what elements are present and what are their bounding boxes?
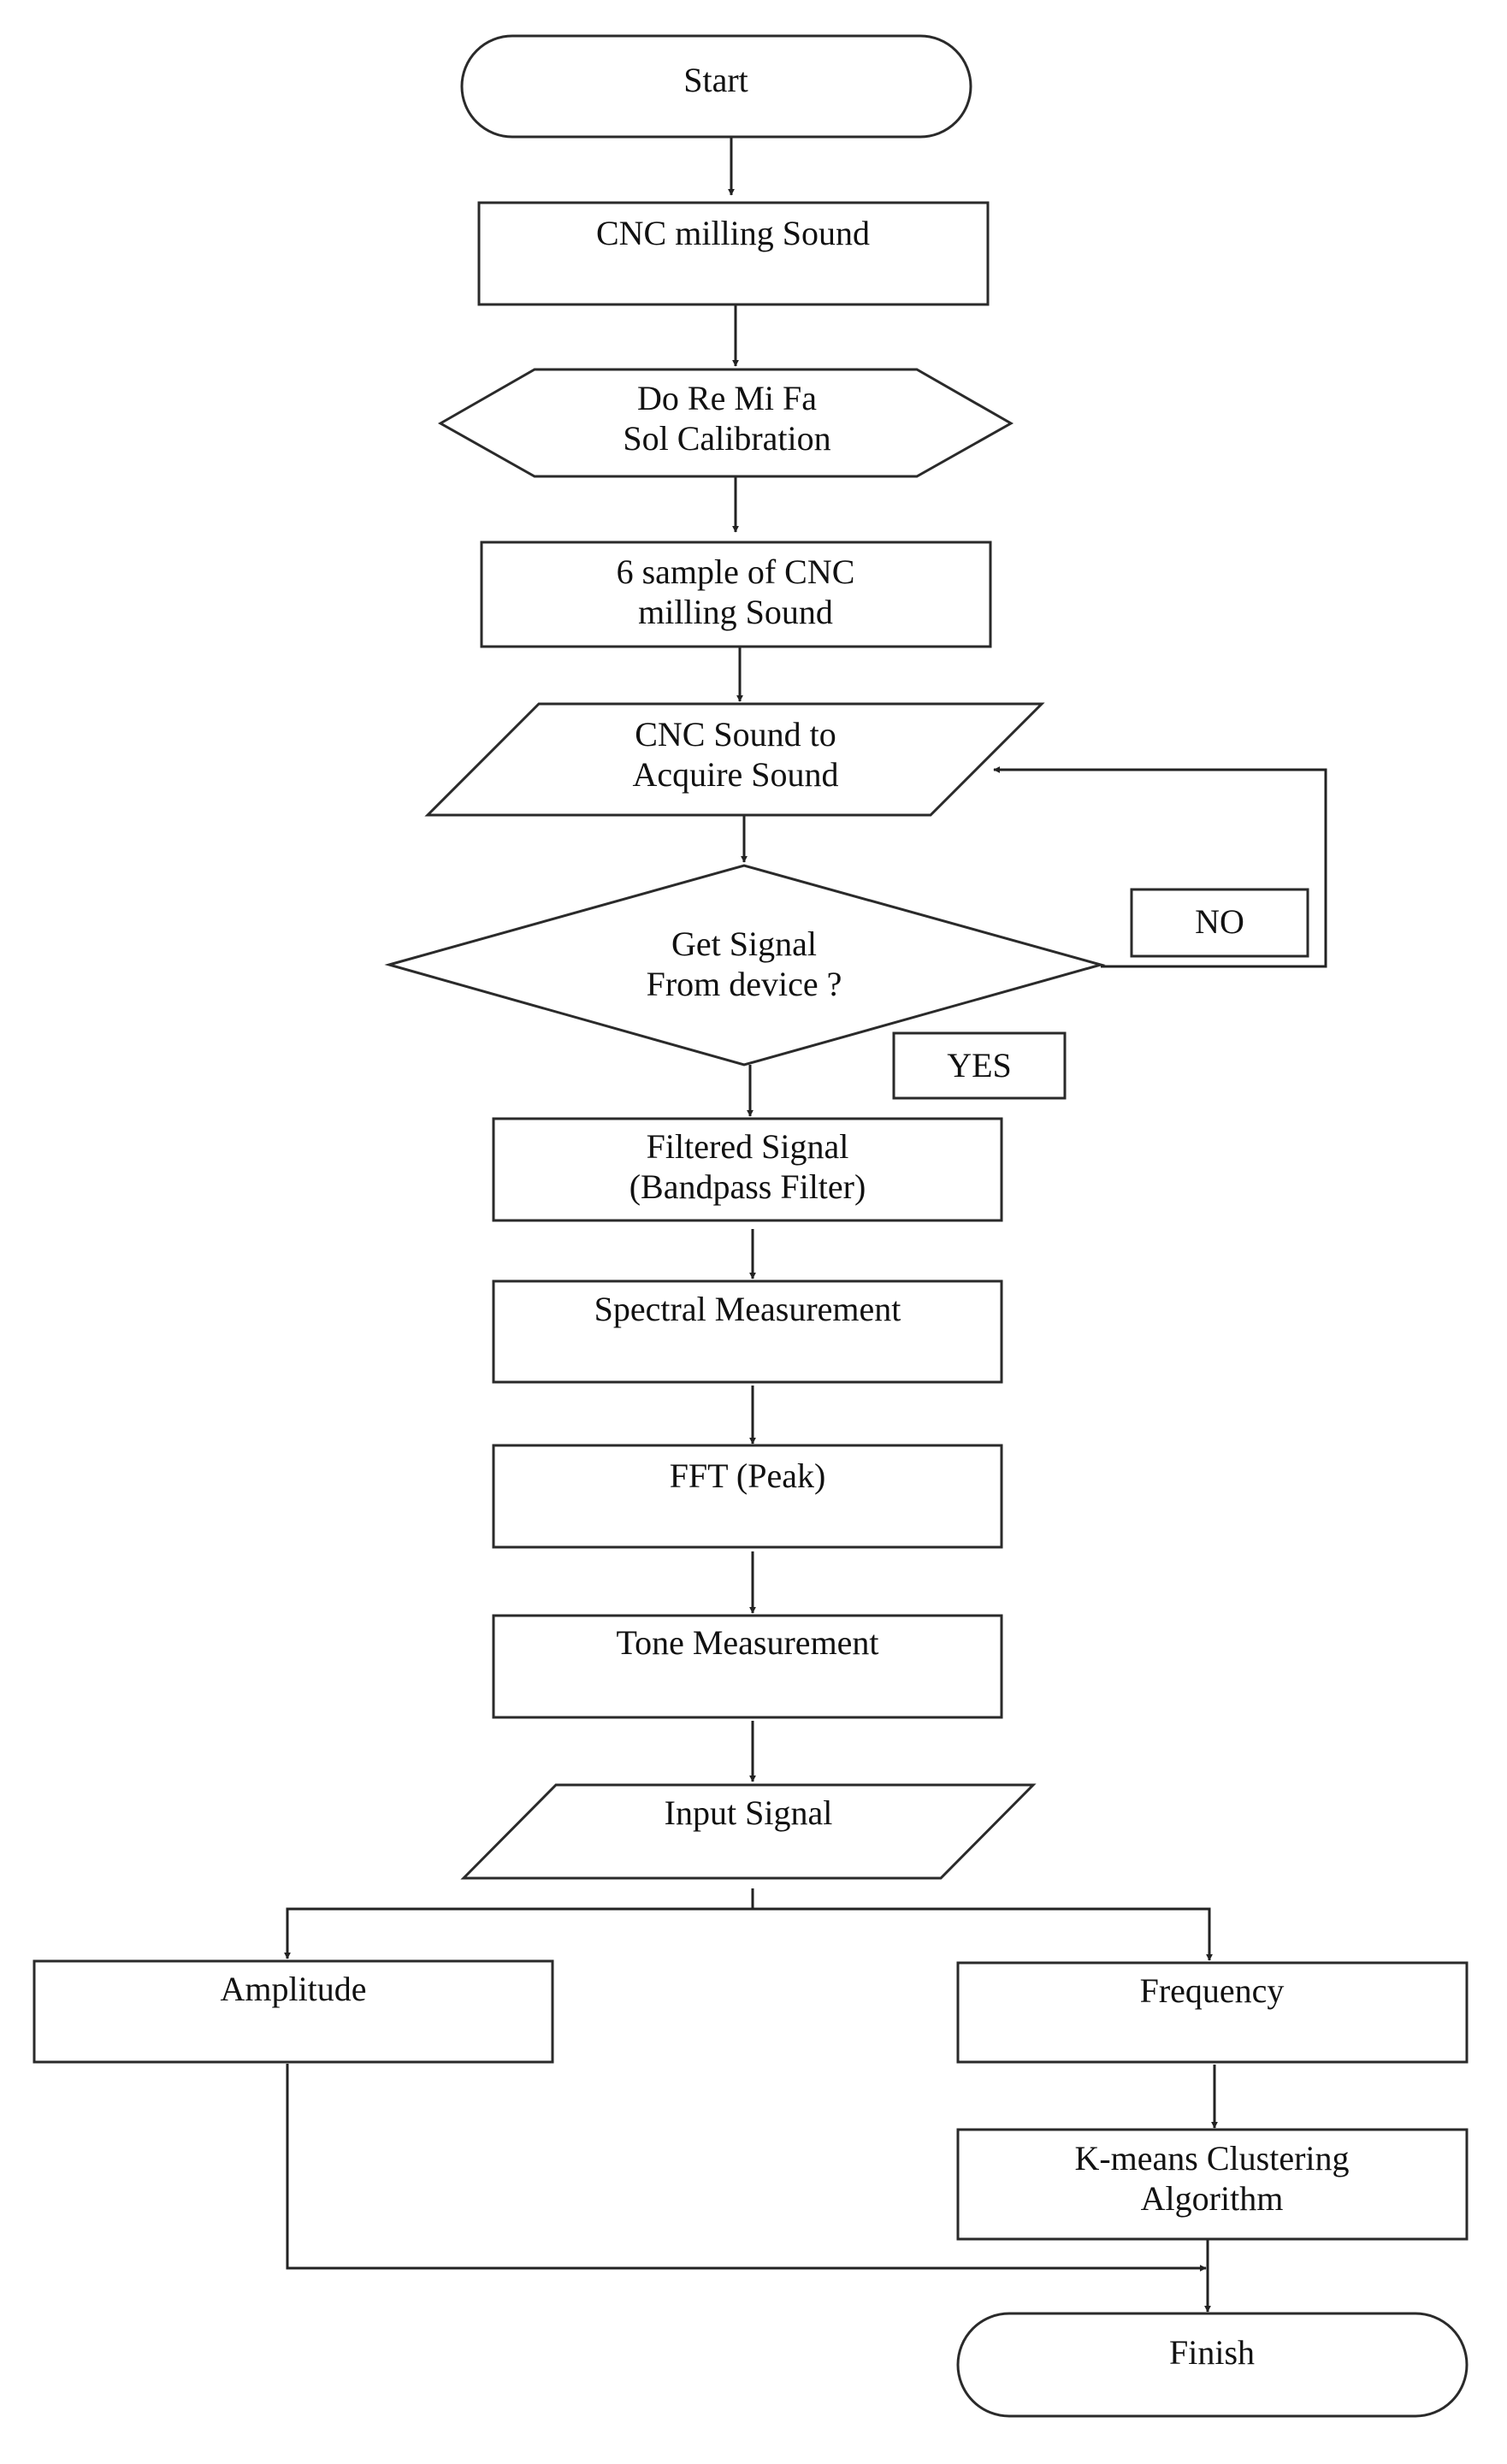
node-start: Start — [460, 34, 972, 139]
finish-label: Finish — [1169, 2333, 1255, 2372]
start-label: Start — [683, 61, 748, 99]
calibration-hexagon-shape — [437, 368, 1014, 478]
node-cnc-milling-sound: CNC milling Sound — [477, 201, 990, 306]
filtered-signal-label-line1: Filtered Signal — [647, 1127, 849, 1166]
node-fft: FFT (Peak) — [492, 1444, 1003, 1549]
node-samples: 6 sample of CNC milling Sound — [480, 541, 992, 648]
no-box-shape — [1130, 888, 1309, 958]
frequency-box — [956, 1961, 1469, 2064]
spectral-measurement-box — [492, 1279, 1003, 1384]
node-amplitude: Amplitude — [33, 1959, 554, 2064]
yes-label: YES — [947, 1046, 1012, 1084]
spectral-measurement-label: Spectral Measurement — [594, 1290, 901, 1328]
start-terminal-shape — [460, 34, 972, 139]
samples-label-line2: milling Sound — [638, 593, 833, 631]
node-calibration: Do Re Mi Fa Sol Calibration — [437, 368, 1014, 478]
edge-amplitude-to-finish-junction — [286, 2064, 1207, 2272]
kmeans-label-line1: K-means Clustering — [1074, 2139, 1349, 2177]
node-spectral-measurement: Spectral Measurement — [492, 1279, 1003, 1384]
node-decision: Get Signal From device ? — [384, 864, 1106, 1067]
calibration-label-line2: Sol Calibration — [623, 419, 830, 458]
amplitude-label: Amplitude — [220, 1970, 366, 2008]
node-finish: Finish — [956, 2312, 1469, 2418]
node-kmeans: K-means Clustering Algorithm — [956, 2128, 1469, 2241]
decision-diamond-shape — [384, 864, 1106, 1067]
edge-input-to-frequency — [753, 1907, 1213, 1961]
no-label-box: NO — [1130, 888, 1309, 958]
yes-label-box: YES — [892, 1031, 1067, 1100]
decision-label-line1: Get Signal — [671, 925, 817, 963]
fft-label: FFT (Peak) — [670, 1457, 826, 1495]
node-filtered-signal: Filtered Signal (Bandpass Filter) — [492, 1117, 1003, 1222]
cnc-milling-sound-box — [477, 201, 990, 306]
acquire-label-line2: Acquire Sound — [632, 755, 838, 794]
node-frequency: Frequency — [956, 1961, 1469, 2064]
decision-label-line2: From device ? — [647, 965, 842, 1003]
input-signal-parallelogram-shape — [460, 1783, 1037, 1880]
filtered-signal-label-line2: (Bandpass Filter) — [629, 1167, 866, 1206]
fft-box — [492, 1444, 1003, 1549]
cnc-milling-sound-label: CNC milling Sound — [596, 214, 870, 252]
acquire-data-parallelogram-shape — [424, 702, 1045, 817]
frequency-label: Frequency — [1140, 1971, 1285, 2010]
finish-terminal-shape — [956, 2312, 1469, 2418]
samples-box — [480, 541, 992, 648]
samples-label-line1: 6 sample of CNC — [617, 552, 855, 591]
calibration-label-line1: Do Re Mi Fa — [637, 379, 817, 417]
kmeans-label-line2: Algorithm — [1141, 2179, 1284, 2218]
node-acquire: CNC Sound to Acquire Sound — [424, 702, 1045, 817]
amplitude-box — [33, 1959, 554, 2064]
yes-box-shape — [892, 1031, 1067, 1100]
node-tone-measurement: Tone Measurement — [492, 1614, 1003, 1719]
edge-decision-no-loop — [993, 766, 1327, 968]
node-input-signal: Input Signal — [460, 1783, 1037, 1880]
filtered-signal-box — [492, 1117, 1003, 1222]
edge-input-to-amplitude — [284, 1907, 753, 1959]
no-label: NO — [1195, 902, 1244, 941]
input-signal-label: Input Signal — [665, 1793, 833, 1832]
tone-measurement-box — [492, 1614, 1003, 1719]
acquire-label-line1: CNC Sound to — [635, 715, 836, 753]
edges — [284, 137, 1327, 2313]
tone-measurement-label: Tone Measurement — [616, 1623, 878, 1662]
kmeans-box — [956, 2128, 1469, 2241]
